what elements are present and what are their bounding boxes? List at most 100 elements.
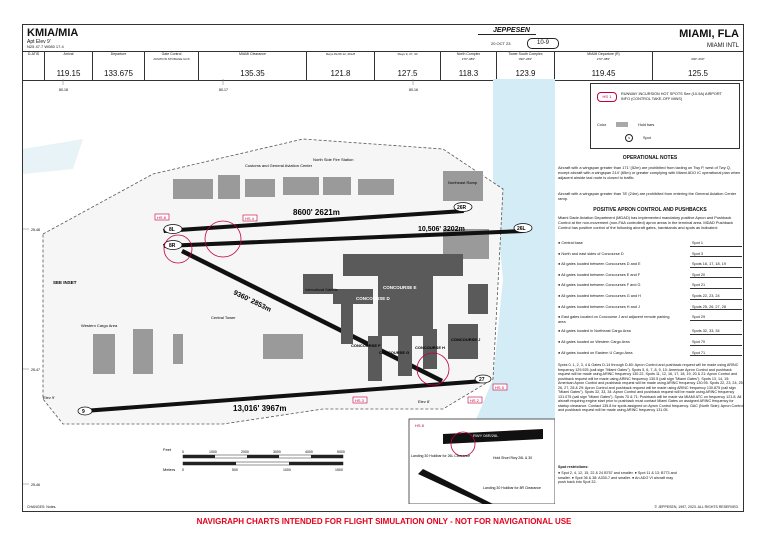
- runway-end-marker: [163, 240, 183, 250]
- freq-value: 119.15: [56, 69, 81, 78]
- list-item: East gates located on Concourse J and ad…: [558, 315, 742, 324]
- freq-value: 135.35: [240, 69, 265, 78]
- hot-spot-label: HS 4: [245, 216, 255, 221]
- list-item: All gates located between Concourses E a…: [558, 273, 742, 279]
- hot-spot-description: RUNWAY INCURSION HOT SPOTS See (10-9A) A…: [621, 92, 722, 101]
- runway-length-label: 10,506' 3202m: [418, 226, 465, 233]
- apron-control-title: POSITIVE APRON CONTROL AND PUSHBACKS: [590, 207, 710, 213]
- concourse-label: CONCOURSE G: [379, 350, 409, 355]
- apron-area: All gates located between Concourses G a…: [558, 294, 670, 299]
- hot-spot-tags: HS 8 HS 4 HS 3 HS 5 HS 2: [154, 213, 508, 404]
- changes-note: CHANGES: Notes.: [27, 505, 57, 509]
- lon-tick-label: 80-17: [219, 88, 228, 92]
- area-label: Western Cargo Area: [81, 323, 118, 328]
- freq-heading: Gate Control: [161, 52, 182, 56]
- scale-meters-label: Meters: [163, 467, 175, 472]
- legend-spot-label: Spot: [643, 136, 651, 140]
- freq-cell: MIAMI Departure (R) 270°-089° 119.45: [555, 52, 653, 80]
- freq-heading: MIAMI Departure (R): [587, 52, 620, 56]
- simulation-disclaimer: NAVIGRAPH CHARTS INTENDED FOR FLIGHT SIM…: [196, 517, 572, 526]
- airport-reference-point: N25 47.7 W080 17.4: [27, 44, 64, 49]
- freq-cell: MIAMI Clearance 135.35: [199, 52, 307, 80]
- apron-area: East gates located on Concourse J and ad…: [558, 315, 670, 324]
- legend-color-row: Color Hold bars: [597, 122, 654, 127]
- concourse-label: CONCOURSE J: [451, 337, 480, 342]
- apron-spot: Spots 25, 26, 27, 28: [690, 305, 742, 311]
- runway-end-marker: [513, 223, 533, 233]
- city-name: MIAMI, FLA: [679, 28, 739, 40]
- scale-tick: 4000: [305, 450, 313, 454]
- runway-end-marker: [77, 406, 93, 416]
- spot-restrictions-title: Spot restrictions:: [558, 465, 589, 469]
- airport-chart: KMIA/MIA Apt Elev 9' N25 47.7 W080 17.4 …: [22, 24, 744, 512]
- runway-8r-26l: [163, 229, 524, 248]
- area-label: Customs and General Aviation Center: [245, 163, 313, 168]
- list-item: All gates located between Concourses D a…: [558, 262, 742, 268]
- water-area: [463, 79, 555, 504]
- apron-area: All gates located between Concourses E a…: [558, 273, 670, 278]
- area-label: North Side Fire Station: [313, 157, 353, 162]
- spot-icon: S: [625, 134, 633, 142]
- apron-frequency-notes: Spots 0, 1, 2, 3, 4 & Gates D-14 through…: [558, 363, 744, 412]
- concourse-label: CONCOURSE E: [383, 285, 417, 290]
- apron-area: All gates located between Concourses H a…: [558, 305, 670, 310]
- list-item: All gates located in Northeast Cargo Are…: [558, 329, 742, 335]
- freq-value: 123.9: [515, 69, 536, 78]
- elevation-label: Elev 8': [418, 399, 430, 404]
- freq-subheading: AVIATION STORAGE GCS: [153, 57, 190, 61]
- lat-tick-label: 25-47: [31, 368, 40, 372]
- runway-8l-26r: [163, 209, 464, 233]
- freq-heading: Tower South Complex: [508, 52, 543, 56]
- scale-tick: 1500: [335, 468, 343, 472]
- runway-end-marker: [474, 374, 492, 384]
- apron-spot: Spot 71: [690, 351, 742, 357]
- revision-date: 20 OCT 23: [491, 41, 511, 46]
- canal: [23, 139, 83, 174]
- freq-subheading: 090°-269°: [691, 57, 705, 61]
- concourse-label: CONCOURSE F: [351, 343, 381, 348]
- runway-length-label: 13,016' 3967m: [233, 404, 287, 413]
- scale-feet-label: Feet: [163, 447, 172, 452]
- freq-cell: Arrival 119.15: [45, 52, 93, 80]
- apron-spot: Spot 3: [690, 252, 742, 258]
- freq-value: 127.5: [397, 69, 418, 78]
- apron-area: All gates located between Concourses F a…: [558, 283, 670, 288]
- legend-color-label: Color: [597, 122, 607, 127]
- see-inset-label: SEE INSET: [53, 280, 77, 285]
- scale-tick: 1000: [283, 468, 291, 472]
- hot-spot-symbol: HS 1: [597, 92, 617, 102]
- concourse-label: CONCOURSE H: [415, 345, 445, 350]
- chart-page-number: 10-9: [527, 38, 559, 49]
- hot-spot-label: HS 3: [355, 398, 365, 403]
- freq-heading: North Complex: [456, 52, 481, 56]
- apron-area: All gates located on Eastern U Cargo Are…: [558, 351, 670, 356]
- freq-subheading: Rwys 9, 27, 30: [397, 52, 418, 56]
- legend-spot-row: S Spot: [625, 134, 651, 142]
- terminal-buildings: [303, 254, 488, 381]
- copyright: © JEPPESEN, 1997, 2023. ALL RIGHTS RESER…: [654, 505, 739, 509]
- scale-tick: 0: [182, 468, 184, 472]
- freq-subheading: Rwys 8L/26 12, 26L/8: [325, 52, 356, 56]
- scale-tick: 3000: [273, 450, 281, 454]
- inset-map: RWY 08R/26L HS 8 Landing 30 Holdbar for …: [408, 418, 555, 504]
- runway-end-label: 8L: [169, 227, 175, 233]
- legend-color-text: Hold bars: [638, 122, 655, 127]
- scale-tick: 0: [182, 450, 184, 454]
- list-item: All gates located between Concourses F a…: [558, 283, 742, 289]
- freq-cell: Rwys 9, 27, 30 127.5: [375, 52, 441, 80]
- hot-spot-label: HS 5: [495, 385, 505, 390]
- runway-end-label: 9: [82, 409, 85, 415]
- scale-tick: 2000: [241, 450, 249, 454]
- info-panel: HS 1 RUNWAY INCURSION HOT SPOTS See (10-…: [556, 79, 744, 504]
- runway-end-label: 26L: [517, 226, 526, 232]
- runway-end-label: 26R: [457, 205, 467, 211]
- runway-end-label: 8R: [169, 243, 176, 249]
- scale-bar: Feet Meters 0 1000 2000 3000 4000 5000 0…: [163, 447, 345, 472]
- runway-end-label: 27: [479, 377, 485, 383]
- runway-length-label: 8600' 2621m: [293, 208, 340, 217]
- freq-heading: D-ATIS: [27, 52, 40, 56]
- operational-notes-heading: OPERATIONAL NOTES: [556, 155, 744, 161]
- freq-subheading: 090°-269°: [518, 57, 533, 61]
- inset-runway-label: RWY 08R/26L: [473, 433, 499, 438]
